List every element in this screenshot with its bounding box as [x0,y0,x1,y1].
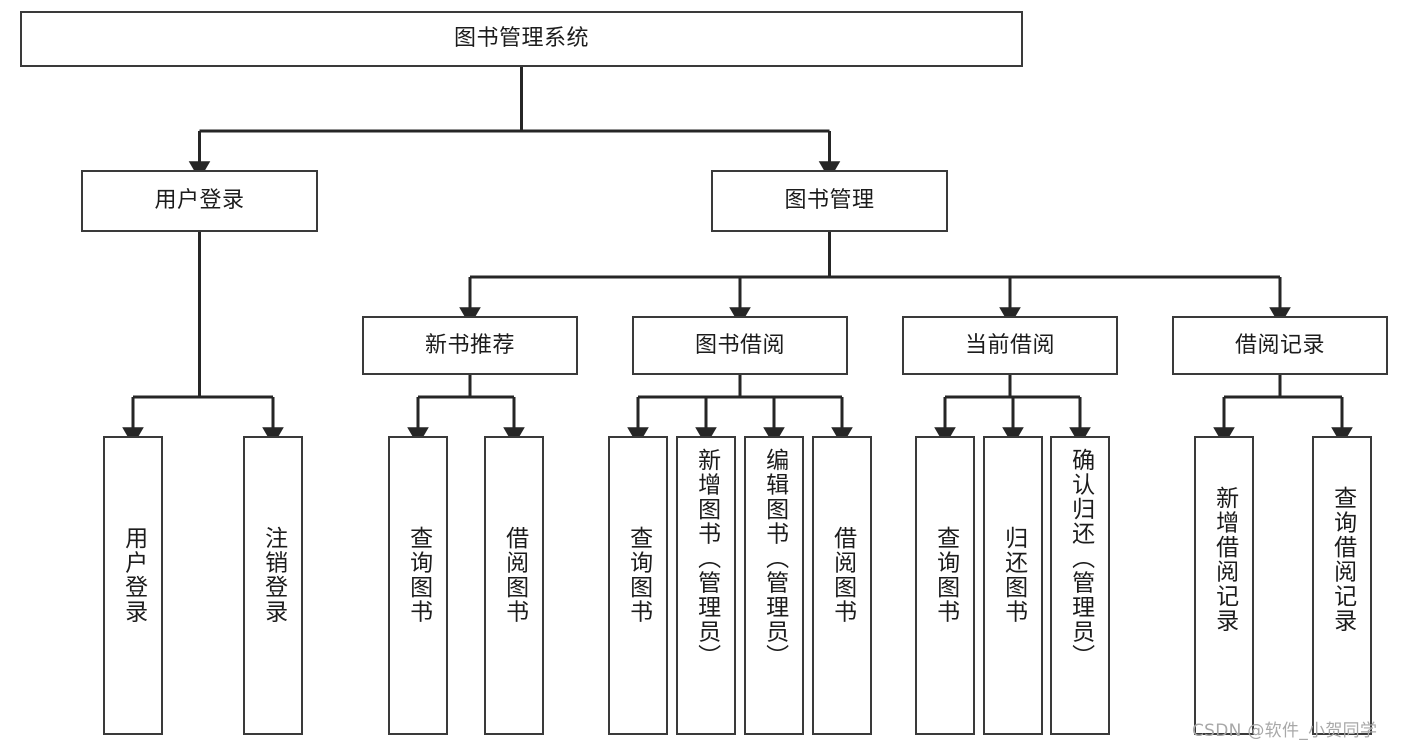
node-label-leaf-query-book-1: 查询图书 [405,526,432,624]
node-label-leaf-query-record: 查询借阅记录 [1329,486,1356,633]
node-leaf-return-book[interactable]: 归还图书 [983,436,1043,735]
node-label-user-login: 用户登录 [154,188,245,214]
node-label-leaf-edit-book: 编辑图书（管理员） [761,448,788,669]
connector-paths [122,67,1353,446]
node-leaf-logout[interactable]: 注销登录 [243,436,303,735]
node-book-borrow[interactable]: 图书借阅 [632,316,848,375]
node-label-leaf-add-book: 新增图书（管理员） [693,448,720,669]
node-leaf-query-book-1[interactable]: 查询图书 [388,436,448,735]
node-leaf-borrow-book-2[interactable]: 借阅图书 [812,436,872,735]
node-leaf-user-login[interactable]: 用户登录 [103,436,163,735]
node-label-leaf-logout: 注销登录 [260,526,287,624]
node-leaf-edit-book[interactable]: 编辑图书（管理员） [744,436,804,735]
node-book-manage[interactable]: 图书管理 [711,170,948,232]
node-leaf-query-book-2[interactable]: 查询图书 [608,436,668,735]
node-label-leaf-borrow-book-1: 借阅图书 [501,526,528,624]
node-leaf-add-book[interactable]: 新增图书（管理员） [676,436,736,735]
node-label-new-book-rec: 新书推荐 [424,332,515,358]
node-leaf-borrow-book-1[interactable]: 借阅图书 [484,436,544,735]
node-label-leaf-confirm-return: 确认归还（管理员） [1067,448,1094,669]
node-label-root: 图书管理系统 [453,26,589,52]
node-label-borrow-record: 借阅记录 [1234,332,1325,358]
node-leaf-query-book-3[interactable]: 查询图书 [915,436,975,735]
node-label-leaf-borrow-book-2: 借阅图书 [829,526,856,624]
node-user-login[interactable]: 用户登录 [81,170,318,232]
node-new-book-rec[interactable]: 新书推荐 [362,316,578,375]
node-label-leaf-user-login: 用户登录 [120,526,147,624]
node-leaf-query-record[interactable]: 查询借阅记录 [1312,436,1372,735]
node-label-leaf-query-book-3: 查询图书 [932,526,959,624]
node-label-book-borrow: 图书借阅 [694,332,785,358]
node-current-borrow[interactable]: 当前借阅 [902,316,1118,375]
node-label-book-manage: 图书管理 [784,188,875,214]
node-leaf-confirm-return[interactable]: 确认归还（管理员） [1050,436,1110,735]
node-label-leaf-query-book-2: 查询图书 [625,526,652,624]
node-borrow-record[interactable]: 借阅记录 [1172,316,1388,375]
watermark-text: CSDN @软件_小贺同学 [1192,721,1378,741]
node-label-leaf-add-record: 新增借阅记录 [1211,486,1238,633]
node-leaf-add-record[interactable]: 新增借阅记录 [1194,436,1254,735]
node-root[interactable]: 图书管理系统 [20,11,1023,67]
node-label-leaf-return-book: 归还图书 [1000,526,1027,624]
node-label-current-borrow: 当前借阅 [964,332,1055,358]
